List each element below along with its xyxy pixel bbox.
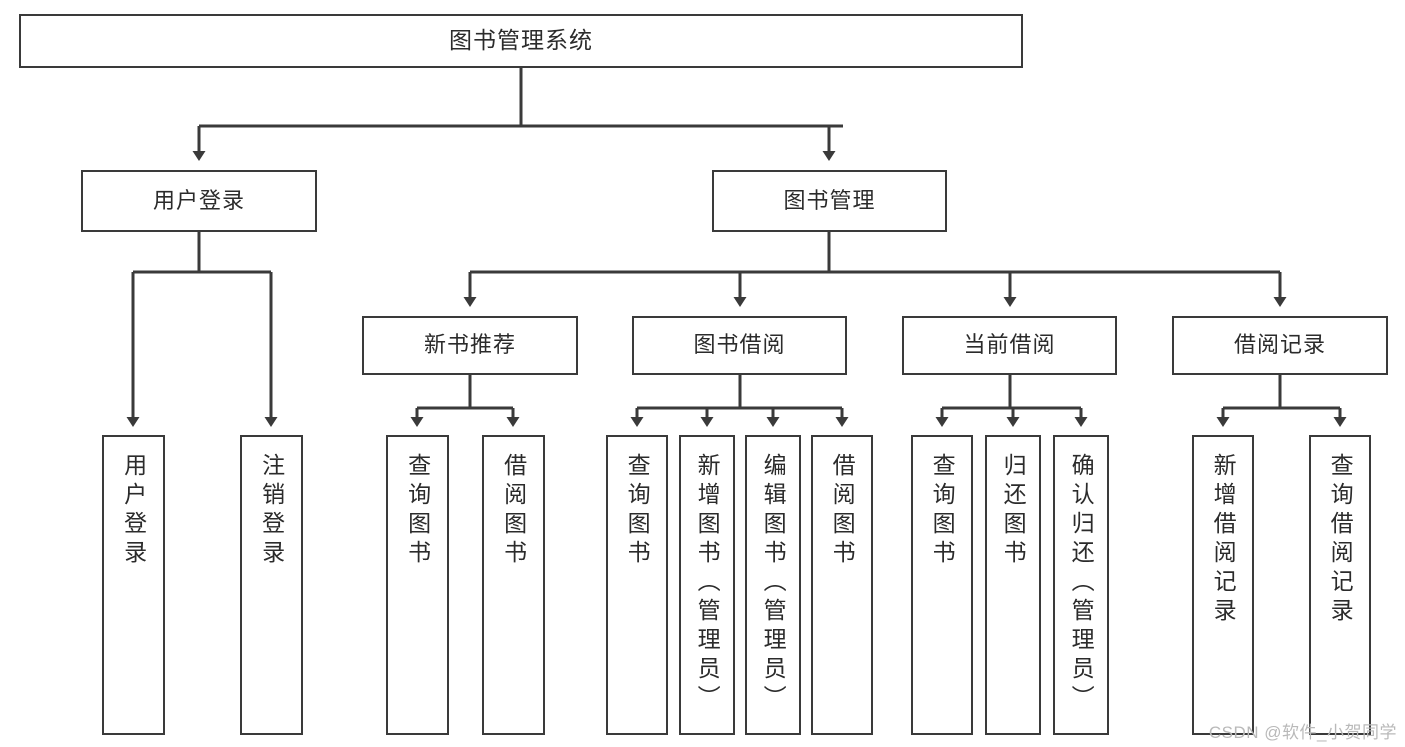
node-leaf-query-record-label: 查询借阅记录 <box>1327 453 1354 627</box>
csdn-watermark: CSDN @软件_小贺同学 <box>1208 723 1397 742</box>
node-new-book-rec[interactable]: 新书推荐 <box>362 316 578 375</box>
node-leaf-query-book-borrow[interactable]: 查询图书 <box>606 435 668 735</box>
node-leaf-borrow-book-rec[interactable]: 借阅图书 <box>482 435 545 735</box>
node-leaf-edit-book-label: 编辑图书（管理员） <box>760 453 787 714</box>
node-leaf-borrow-book-rec-label: 借阅图书 <box>500 453 527 569</box>
node-borrow-record[interactable]: 借阅记录 <box>1172 316 1388 375</box>
node-new-book-rec-label: 新书推荐 <box>423 332 516 358</box>
node-leaf-return-book[interactable]: 归还图书 <box>985 435 1041 735</box>
node-root-label: 图书管理系统 <box>449 27 593 54</box>
node-leaf-user-logout-label: 注销登录 <box>258 453 285 569</box>
node-leaf-edit-book[interactable]: 编辑图书（管理员） <box>745 435 801 735</box>
node-book-borrow-label: 图书借阅 <box>693 332 786 358</box>
node-leaf-user-logout[interactable]: 注销登录 <box>240 435 303 735</box>
node-borrow-record-label: 借阅记录 <box>1233 332 1326 358</box>
node-leaf-add-record-label: 新增借阅记录 <box>1210 453 1237 627</box>
node-book-manage-label: 图书管理 <box>783 187 876 213</box>
node-leaf-add-book[interactable]: 新增图书（管理员） <box>679 435 735 735</box>
node-leaf-query-record[interactable]: 查询借阅记录 <box>1309 435 1371 735</box>
node-leaf-return-book-label: 归还图书 <box>1000 453 1027 569</box>
node-current-borrow[interactable]: 当前借阅 <box>902 316 1117 375</box>
node-leaf-query-book-cur[interactable]: 查询图书 <box>911 435 973 735</box>
node-leaf-confirm-return-label: 确认归还（管理员） <box>1068 453 1095 714</box>
node-leaf-borrow-book-label: 借阅图书 <box>829 453 856 569</box>
node-current-borrow-label: 当前借阅 <box>963 332 1056 358</box>
node-leaf-query-book-rec-label: 查询图书 <box>404 453 431 569</box>
node-leaf-user-login[interactable]: 用户登录 <box>102 435 165 735</box>
node-book-borrow[interactable]: 图书借阅 <box>632 316 847 375</box>
node-book-manage[interactable]: 图书管理 <box>712 170 947 232</box>
node-leaf-query-book-cur-label: 查询图书 <box>929 453 956 569</box>
node-leaf-add-record[interactable]: 新增借阅记录 <box>1192 435 1254 735</box>
node-leaf-add-book-label: 新增图书（管理员） <box>694 453 721 714</box>
node-user-login[interactable]: 用户登录 <box>81 170 317 232</box>
node-leaf-query-book-borrow-label: 查询图书 <box>624 453 651 569</box>
node-leaf-user-login-label: 用户登录 <box>120 453 147 569</box>
node-leaf-confirm-return[interactable]: 确认归还（管理员） <box>1053 435 1109 735</box>
node-leaf-query-book-rec[interactable]: 查询图书 <box>386 435 449 735</box>
node-root[interactable]: 图书管理系统 <box>19 14 1023 68</box>
node-leaf-borrow-book[interactable]: 借阅图书 <box>811 435 873 735</box>
node-user-login-label: 用户登录 <box>152 187 245 213</box>
